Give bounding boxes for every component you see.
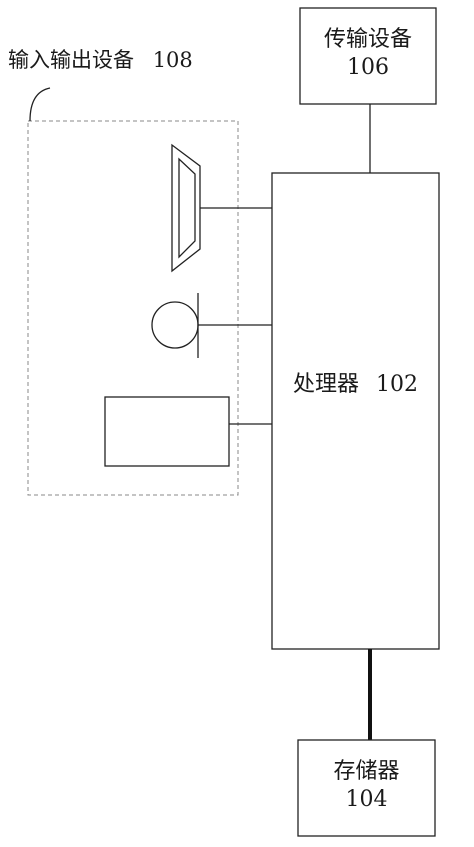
io-group-label: 输入输出设备 108 [8, 44, 193, 74]
processor-ref: 102 [376, 372, 418, 397]
io-group-leader [29, 87, 51, 122]
io-group-ref: 108 [152, 48, 193, 72]
transmission-name: 传输设备 [323, 27, 412, 52]
memory-ref: 104 [345, 786, 388, 812]
microphone-icon [151, 293, 199, 358]
processor-name: 处理器 [292, 372, 359, 397]
transmission-ref: 106 [347, 54, 389, 80]
io-group-border [27, 120, 239, 496]
transmission-label: 传输设备 106 [300, 26, 436, 81]
processor-box [271, 172, 440, 650]
memory-box [297, 739, 436, 837]
memory-label: 存储器 104 [298, 758, 435, 813]
speaker-icon [171, 143, 201, 273]
memory-name: 存储器 [333, 759, 400, 784]
processor-label: 处理器 102 [272, 366, 439, 398]
io-group-name: 输入输出设备 [8, 48, 134, 72]
display-icon [104, 396, 230, 467]
transmission-box [299, 7, 437, 105]
